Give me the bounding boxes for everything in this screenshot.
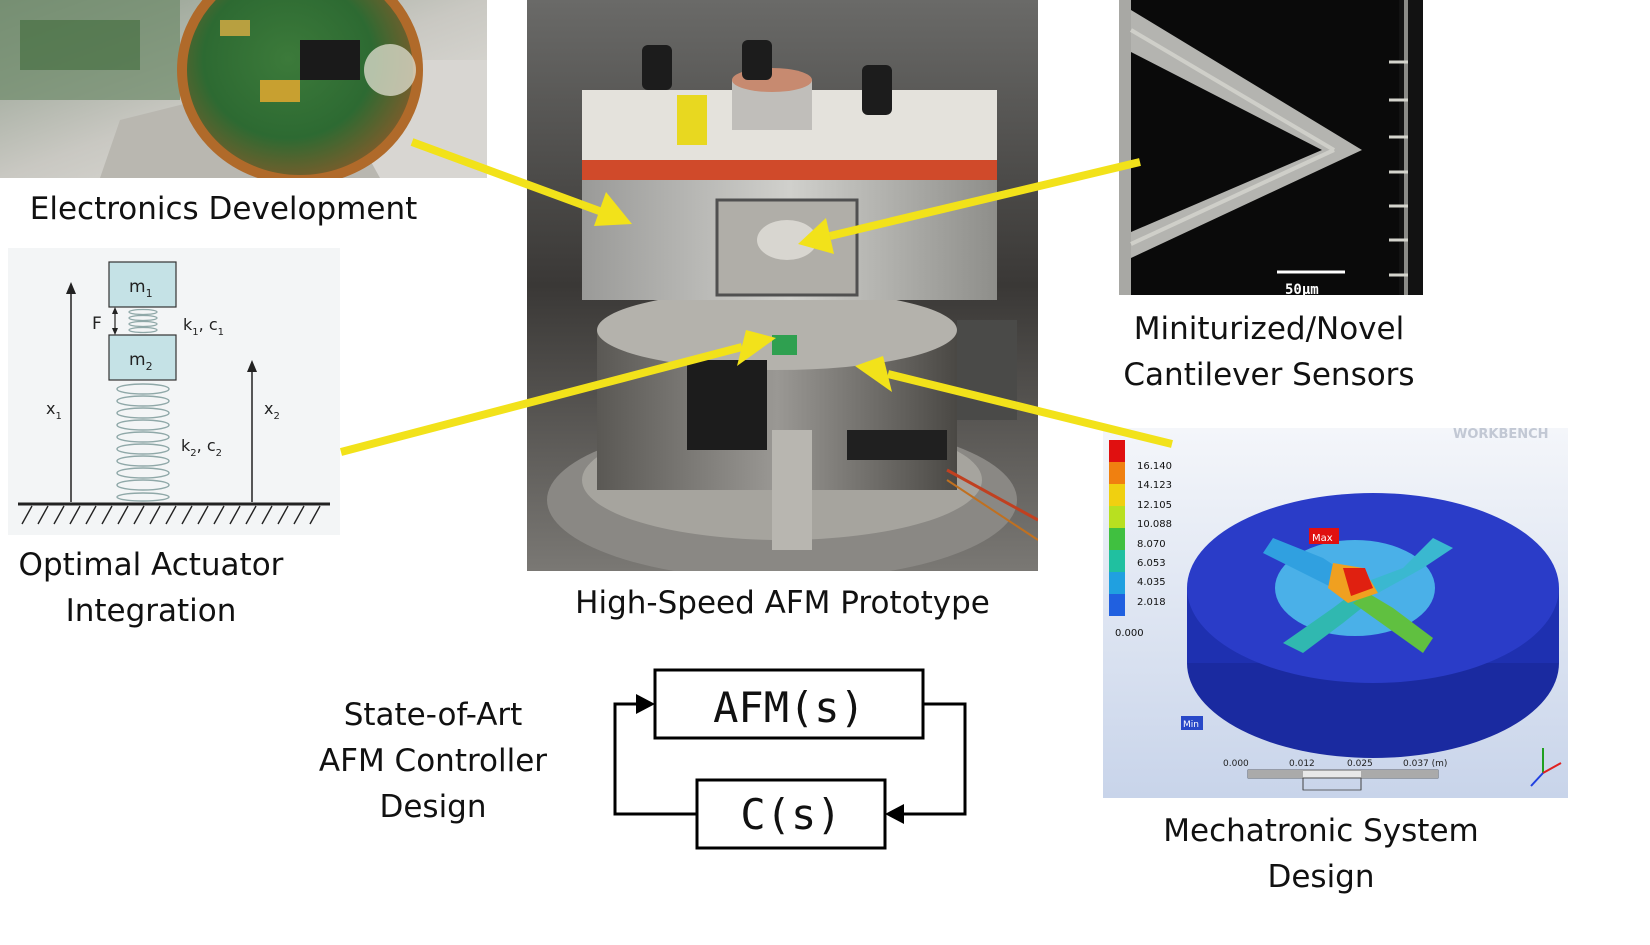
caption-cantilever-line1: Miniturized/Novel [1133,311,1405,347]
caption-controller-line3: Design [379,789,487,825]
scale-tick-1: 0.000 [1223,759,1249,769]
caption-cantilever-line2: Cantilever Sensors [1123,357,1415,393]
triad-icon [1530,748,1562,787]
caption-actuator-line2: Integration [65,593,237,629]
svg-text:Max: Max [1312,533,1333,544]
controller-label: C(s) [740,790,841,839]
legend-value-1: 16.140 [1137,461,1172,472]
k1-c1-label: k1, c1 [183,315,224,338]
scale-tick-2: 0.012 [1289,759,1315,769]
x2-label: x2 [264,399,280,422]
output-arrowhead [885,804,904,824]
svg-text:Min: Min [1183,720,1199,730]
caption-controller-line2: AFM Controller [318,743,548,779]
fea-max-tag [1309,528,1339,544]
output-path [900,702,967,816]
feedback-arrowhead [636,694,655,714]
legend-value-8: 2.018 [1137,597,1166,608]
mass-2-label: m2 [129,350,153,373]
cantilever-sem-image: 50µm [1119,0,1423,295]
scale-tick-3: 0.025 [1347,759,1373,769]
caption-controller: State-of-Art AFM Controller Design [304,692,562,830]
electronics-photo [0,0,487,178]
fea-flexure [1263,538,1453,653]
scale-tick-4: 0.037 (m) [1403,759,1447,769]
caption-actuator: Optimal Actuator Integration [0,542,302,634]
legend-value-4: 10.088 [1137,519,1172,530]
legend-value-9: 0.000 [1115,628,1144,639]
caption-prototype: High-Speed AFM Prototype [575,585,990,621]
mass-1-box [108,261,177,308]
plant-label: AFM(s) [713,683,865,732]
caption-actuator-line1: Optimal Actuator [18,547,284,583]
fea-watermark: WORKBENCH [1453,428,1549,442]
caption-mechatronic-line1: Mechatronic System [1163,813,1479,849]
caption-mechatronic: Mechatronic System Design [1120,808,1522,900]
legend-value-7: 4.035 [1137,577,1166,588]
mass-1-label: m1 [129,277,153,300]
mass-spring-diagram: m1 m2 F k1, c1 k2, c2 x1 x2 [8,248,340,535]
fea-scale-bar [1247,769,1439,791]
controller-block [695,778,887,850]
mass-2-box [108,334,177,381]
legend-value-3: 12.105 [1137,500,1172,511]
caption-cantilever: Miniturized/Novel Cantilever Sensors [1090,306,1448,398]
legend-value-5: 8.070 [1137,539,1166,550]
afm-prototype-photo [527,0,1038,571]
force-label: F [92,314,102,334]
k2-c2-label: k2, c2 [181,436,222,459]
ground-hatch [21,505,321,525]
fea-simulation-image: WORKBENCH 16.140 14.123 12.105 10.088 8.… [1103,428,1568,798]
sem-scale-label: 50µm [1285,282,1319,295]
fea-legend [1109,440,1125,616]
x1-label: x1 [46,399,62,422]
legend-value-6: 6.053 [1137,558,1166,569]
caption-electronics: Electronics Development [29,191,418,227]
feedback-block-diagram: AFM(s) C(s) [613,668,967,850]
caption-mechatronic-line2: Design [1267,859,1375,895]
caption-controller-line1: State-of-Art [343,697,523,733]
legend-value-2: 14.123 [1137,480,1172,491]
feedback-path [613,702,697,816]
fea-min-tag [1181,716,1203,730]
